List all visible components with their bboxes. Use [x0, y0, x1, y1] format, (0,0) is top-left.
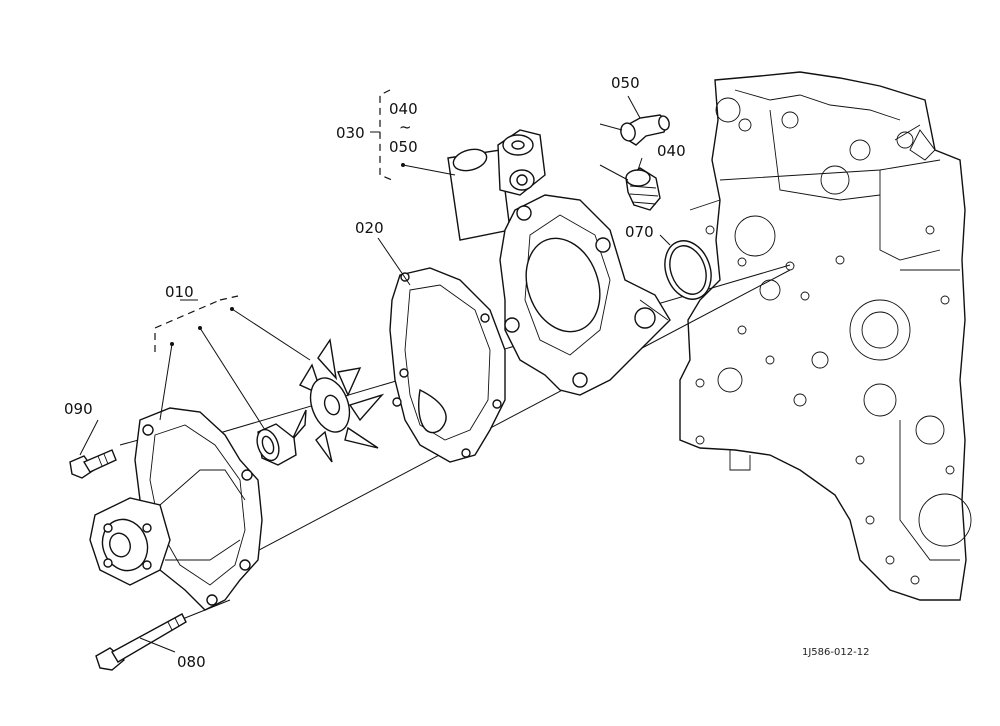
label-090: 090	[64, 400, 93, 418]
label-030: 030	[336, 124, 365, 142]
part-050-elbow-fitting	[599, 114, 670, 146]
part-020-gasket	[389, 267, 506, 463]
part-impeller	[291, 338, 385, 463]
label-040: 040	[657, 142, 686, 160]
part-070-o-ring	[664, 240, 712, 300]
engine-block	[679, 71, 972, 601]
part-water-pump-body	[89, 407, 263, 611]
part-080-long-bolt	[95, 613, 187, 671]
bracket-030	[370, 89, 456, 181]
label-010: 010	[165, 283, 194, 301]
leader-lines	[79, 95, 671, 653]
label-050-range-end: 050	[389, 138, 418, 156]
label-020: 020	[355, 219, 384, 237]
label-070: 070	[625, 223, 654, 241]
bracket-010	[154, 295, 311, 431]
part-mechanical-seal	[256, 423, 297, 466]
label-040-range-start: 040	[389, 100, 418, 118]
label-050: 050	[611, 74, 640, 92]
part-040-adapter	[599, 164, 661, 211]
part-090-short-bolt	[69, 449, 117, 479]
label-080: 080	[177, 653, 206, 671]
part-030-thermostat-housing	[447, 129, 671, 396]
drawing-code: 1J586-012-12	[802, 647, 869, 658]
label-range-tilde: ~	[399, 118, 412, 136]
